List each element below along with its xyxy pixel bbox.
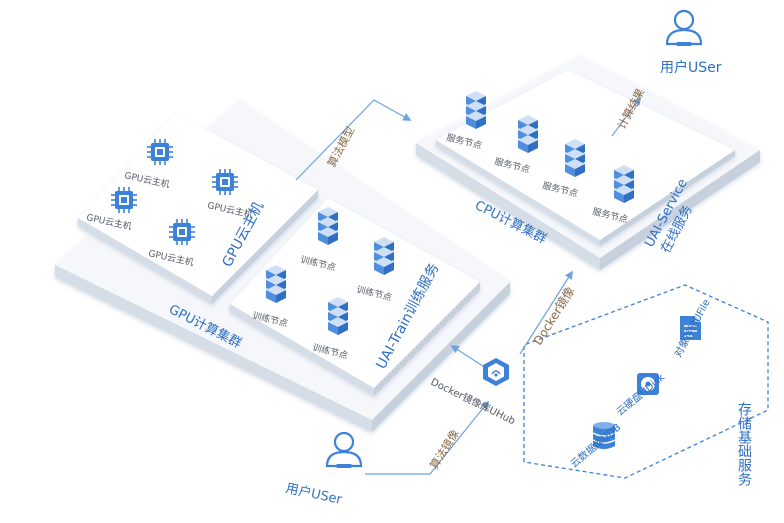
server-stack-icon — [466, 91, 486, 129]
storage-item-label: 对象存储UFile — [671, 297, 713, 360]
hub-icon — [483, 358, 509, 386]
hub-label: Docker镜像库UHub — [429, 375, 518, 427]
disk-icon — [637, 373, 659, 395]
flow-label-docker-image: Docker镜像 — [530, 284, 578, 348]
gpu-host-tile — [78, 113, 318, 304]
flow-arrows — [295, 96, 641, 475]
database-icon — [592, 422, 616, 449]
server-stack-icon — [565, 139, 585, 177]
arrow-algo-image — [365, 400, 490, 475]
server-stack-icon — [614, 165, 634, 203]
user-label-bottom: 用户USer — [284, 480, 344, 508]
file-icon — [680, 316, 701, 340]
cpu-service-tile — [436, 70, 735, 246]
server-stack-icon — [318, 207, 338, 245]
storage-title: 存储基础服务 — [736, 402, 752, 486]
arrow-algo-model — [295, 99, 412, 181]
server-stack-icon — [374, 237, 394, 275]
arrow-docker-image — [519, 270, 573, 355]
server-stack-icon — [518, 115, 538, 153]
user-label-top: 用户USer — [660, 59, 722, 76]
server-stack-icon — [328, 297, 348, 335]
arrow-compute-result — [611, 96, 641, 137]
user-icon — [665, 9, 703, 48]
storage-dashed-region — [523, 284, 769, 479]
train-service-tile — [230, 198, 480, 396]
user-icon — [325, 431, 363, 470]
flow-label-algo-image: 算法镜像 — [427, 427, 462, 472]
server-stack-icon — [266, 265, 286, 303]
